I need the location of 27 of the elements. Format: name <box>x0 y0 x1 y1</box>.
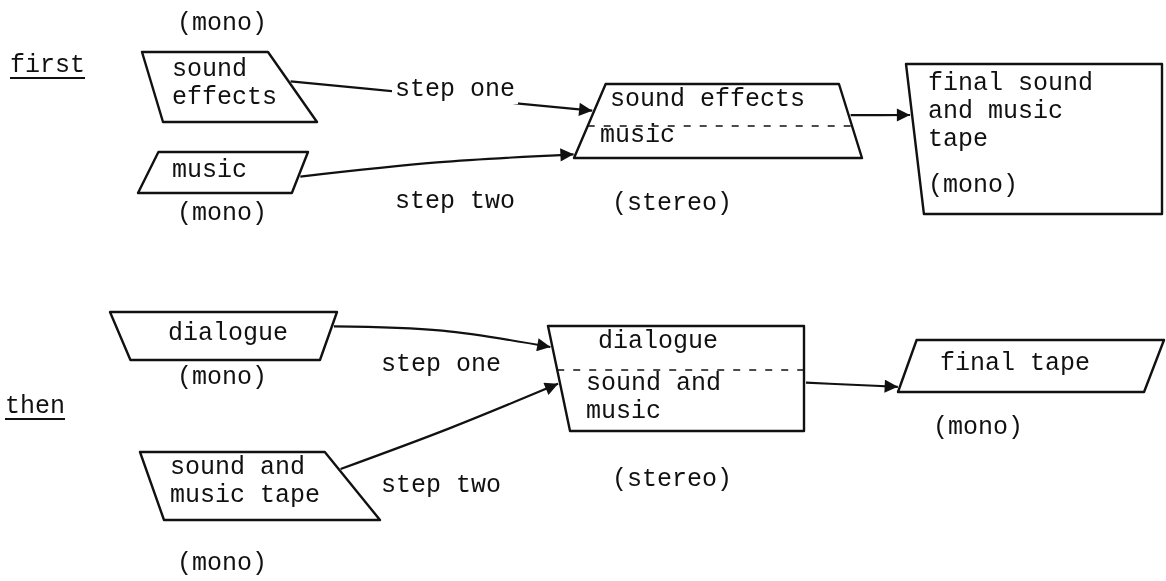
node-text: dialogue <box>598 328 719 356</box>
arrow <box>300 148 574 178</box>
parallelogram-box <box>906 64 1162 214</box>
node-text: (mono) <box>928 172 1018 200</box>
section-label: then <box>5 393 65 421</box>
arrow <box>333 325 551 352</box>
node-text: final sound and music tape <box>928 70 1095 154</box>
node-text: music <box>600 122 675 150</box>
channel-note: (mono) <box>933 414 1023 442</box>
channel-note: (mono) <box>177 10 267 38</box>
arrow <box>850 108 911 122</box>
edge-label: step one <box>392 76 519 104</box>
section-label: first <box>10 52 85 80</box>
channel-note: (stereo) <box>612 466 733 494</box>
channel-note: (mono) <box>177 364 267 392</box>
arrow <box>805 379 898 393</box>
node-text: sound and music tape <box>170 454 322 510</box>
channel-note: (mono) <box>177 550 267 578</box>
node-text: sound effects <box>172 56 279 112</box>
node-text: sound effects <box>610 86 806 114</box>
node-text: final tape <box>940 350 1091 378</box>
channel-note: (mono) <box>177 200 267 228</box>
node-text: music <box>172 157 247 185</box>
node-text: dialogue <box>168 320 289 348</box>
node-text: sound and music <box>586 370 723 426</box>
channel-note: (stereo) <box>612 190 733 218</box>
arrow <box>340 382 559 471</box>
